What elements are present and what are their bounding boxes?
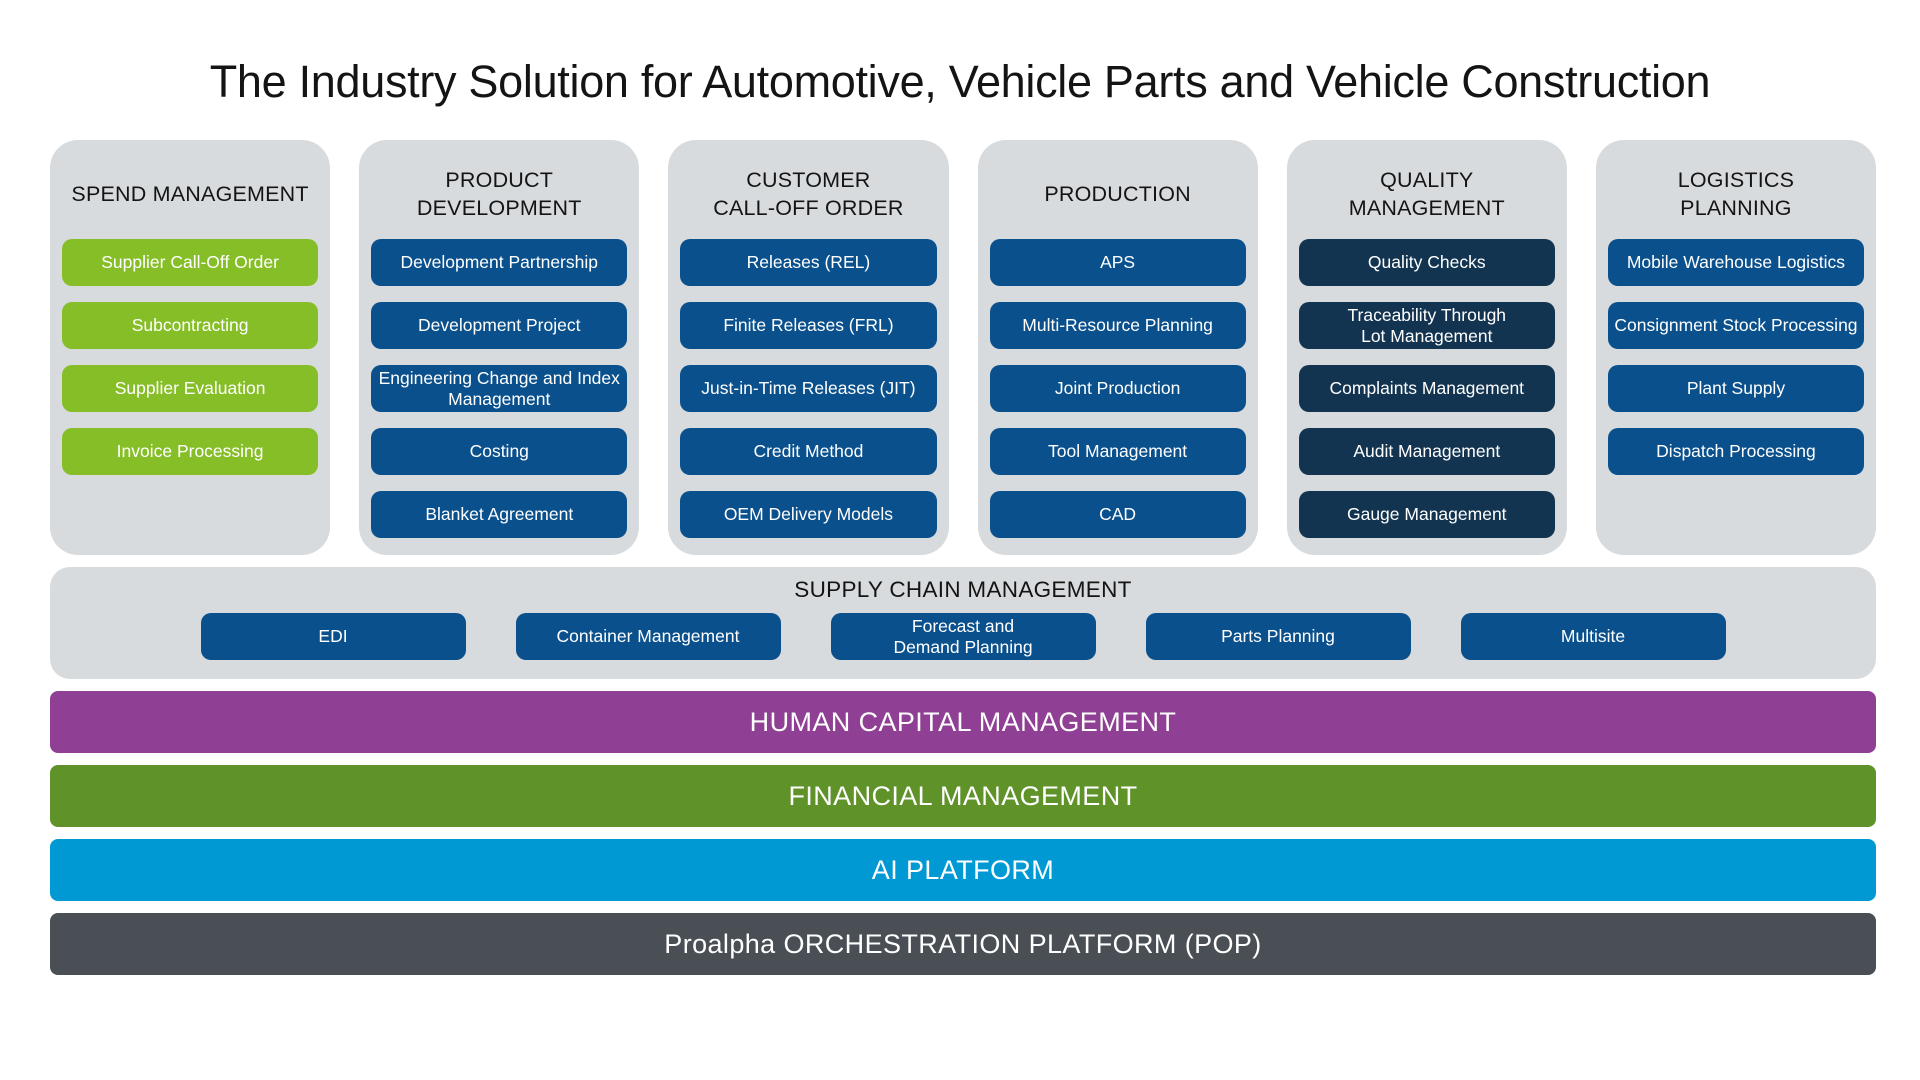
module-box-finite-releases-frl: Finite Releases (FRL): [680, 302, 937, 349]
module-box-aps: APS: [989, 239, 1246, 286]
column-title: SPEND MANAGEMENT: [71, 182, 309, 207]
module-box-cad: CAD: [989, 491, 1246, 538]
module-box-traceability-through-lot-management: Traceability Through Lot Management: [1298, 302, 1555, 349]
module-box-blanket-agreement: Blanket Agreement: [371, 491, 628, 538]
band-label: Proalpha ORCHESTRATION PLATFORM (POP): [664, 928, 1262, 959]
module-box-credit-method: Credit Method: [680, 428, 937, 475]
module-box-edi: EDI: [200, 613, 466, 660]
module-box-supplier-call-off-order: Supplier Call-Off Order: [62, 239, 319, 286]
column-card-customer-call-off-order: CUSTOMER CALL-OFF ORDER Releases (REL) Fin…: [668, 140, 949, 555]
band-human-capital-management: HUMAN CAPITAL MANAGEMENT: [50, 691, 1876, 753]
module-box-complaints-management: Complaints Management: [1298, 365, 1555, 412]
supply-chain-band: SUPPLY CHAIN MANAGEMENT EDI Container Man…: [50, 567, 1876, 679]
module-box-releases-rel: Releases (REL): [680, 239, 937, 286]
module-box-joint-production: Joint Production: [989, 365, 1246, 412]
module-box-mobile-warehouse-logistics: Mobile Warehouse Logistics: [1607, 239, 1865, 286]
module-box-subcontracting: Subcontracting: [62, 302, 319, 349]
supply-chain-items: EDI Container Management Forecast and Dema…: [50, 613, 1876, 660]
module-box-container-management: Container Management: [515, 613, 781, 660]
module-box-just-in-time-releases-jit: Just-in-Time Releases (JIT): [680, 365, 937, 412]
column-title: LOGISTICS PLANNING: [1677, 168, 1795, 220]
module-box-dispatch-processing: Dispatch Processing: [1607, 428, 1865, 475]
module-box-tool-management: Tool Management: [989, 428, 1246, 475]
module-box-audit-management: Audit Management: [1298, 428, 1555, 475]
module-box-multi-resource-planning: Multi-Resource Planning: [989, 302, 1246, 349]
column-title: PRODUCTION: [1044, 182, 1191, 207]
supply-chain-title: SUPPLY CHAIN MANAGEMENT: [794, 577, 1132, 602]
module-box-multisite: Multisite: [1460, 613, 1726, 660]
module-box-parts-planning: Parts Planning: [1145, 613, 1411, 660]
band-label: AI PLATFORM: [871, 854, 1055, 885]
column-title: PRODUCT DEVELOPMENT: [416, 168, 582, 220]
module-box-forecast-and-demand-planning: Forecast and Demand Planning: [830, 613, 1096, 660]
module-box-costing: Costing: [371, 428, 628, 475]
module-box-plant-supply: Plant Supply: [1607, 365, 1865, 412]
platform-bands: HUMAN CAPITAL MANAGEMENT FINANCIAL MANAGE…: [50, 691, 1876, 975]
band-label: FINANCIAL MANAGEMENT: [788, 780, 1138, 811]
column-title: CUSTOMER CALL-OFF ORDER: [713, 168, 904, 220]
column-card-logistics-planning: LOGISTICS PLANNING Mobile Warehouse Logis…: [1595, 140, 1877, 555]
module-box-invoice-processing: Invoice Processing: [62, 428, 319, 475]
module-box-engineering-change-and-index-management: Engineering Change and Index Management: [371, 365, 628, 412]
module-box-supplier-evaluation: Supplier Evaluation: [62, 365, 319, 412]
band-ai-platform: AI PLATFORM: [50, 839, 1876, 901]
module-box-consignment-stock-processing: Consignment Stock Processing: [1607, 302, 1865, 349]
column-items: Releases (REL) Finite Releases (FRL) Just-…: [680, 239, 937, 538]
module-box-gauge-management: Gauge Management: [1298, 491, 1555, 538]
band-financial-management: FINANCIAL MANAGEMENT: [50, 765, 1876, 827]
column-card-product-development: PRODUCT DEVELOPMENT Development Partnersh…: [359, 140, 640, 555]
band-proalpha-orchestration-platform-pop: Proalpha ORCHESTRATION PLATFORM (POP): [50, 913, 1876, 975]
module-box-development-partnership: Development Partnership: [371, 239, 628, 286]
band-label: HUMAN CAPITAL MANAGEMENT: [749, 706, 1177, 737]
page-title: The Industry Solution for Automotive, Ve…: [209, 56, 1711, 107]
module-box-oem-delivery-models: OEM Delivery Models: [680, 491, 937, 538]
module-box-quality-checks: Quality Checks: [1298, 239, 1555, 286]
module-box-development-project: Development Project: [371, 302, 628, 349]
column-title: QUALITY MANAGEMENT: [1348, 168, 1505, 220]
